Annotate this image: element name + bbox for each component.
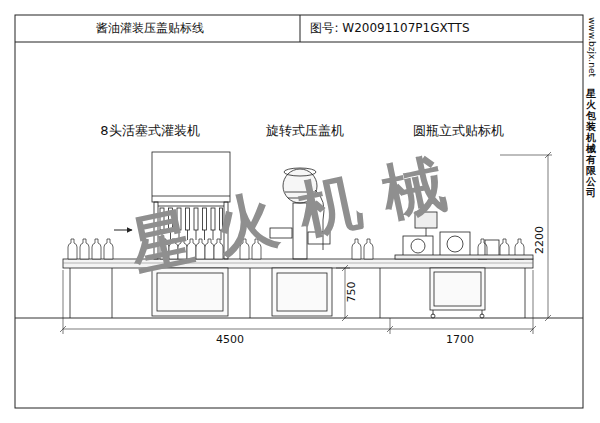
labeling-machine-part xyxy=(485,240,499,256)
machine-name: 圆瓶立式贴标机 xyxy=(413,124,504,138)
dimension: 750 xyxy=(346,280,358,305)
bottles-part xyxy=(68,239,77,259)
conveyor-part xyxy=(525,268,526,318)
labeling-machine-part xyxy=(440,232,470,256)
capping-machine-part xyxy=(277,273,327,311)
dimension: 4500 xyxy=(214,334,246,346)
bottles-part xyxy=(92,239,101,259)
dimension-lines-part xyxy=(548,155,549,318)
conveyor-part xyxy=(250,268,251,318)
labeling-machine-part xyxy=(480,314,484,318)
conveyor-part xyxy=(63,263,533,264)
labeling-machine-part xyxy=(403,236,433,256)
labeling-machine-part xyxy=(447,236,463,252)
dimension-lines-part xyxy=(60,326,536,332)
conveyor-part xyxy=(380,268,381,318)
dimension-lines-part xyxy=(63,270,64,334)
labeling-machine xyxy=(395,212,533,318)
drawing-frame-part xyxy=(300,15,301,42)
dimension-lines-part xyxy=(390,318,391,334)
bottles-part xyxy=(80,239,89,259)
drawing-number: 图号: W20091107P1GXTTS xyxy=(310,22,469,35)
dimension-lines-part xyxy=(533,270,534,334)
dimension: 1700 xyxy=(444,334,476,346)
capping-machine-part xyxy=(272,268,332,316)
machine-name: 旋转式压盖机 xyxy=(266,124,344,138)
drawing-frame xyxy=(15,15,583,408)
dimension-lines-part xyxy=(336,268,350,269)
watermark: 星火机械 xyxy=(125,144,476,282)
drawing-frame-part xyxy=(15,15,583,408)
labeling-machine-part xyxy=(430,268,485,310)
bottles-part xyxy=(104,239,113,259)
bottles-part xyxy=(352,239,361,259)
drawing-frame-part xyxy=(15,42,583,43)
dimension-lines-part xyxy=(500,155,552,156)
dimension-lines-part xyxy=(63,329,533,330)
dimension: 2200 xyxy=(534,224,546,256)
labeling-machine-part xyxy=(426,228,427,236)
floor-line xyxy=(15,318,583,319)
filling-machine-part xyxy=(157,273,223,311)
company-name: 星火包装机械有限公司 xyxy=(586,88,596,198)
drawing-title: 酱油灌装压盖贴标线 xyxy=(96,22,204,35)
labeling-machine-part xyxy=(431,314,435,318)
machine-name: 8头活塞式灌装机 xyxy=(100,124,199,138)
conveyor-part xyxy=(70,268,71,318)
conveyor-part xyxy=(112,268,113,318)
labeling-machine-part xyxy=(434,272,481,306)
website: www.bzjx.net xyxy=(586,17,596,77)
floor-line-part xyxy=(15,318,583,319)
labeling-machine-part xyxy=(395,255,533,259)
conveyor xyxy=(63,259,533,318)
labeling-machine-part xyxy=(433,310,482,315)
bottles-part xyxy=(364,239,373,259)
labeling-machine-part xyxy=(411,239,425,253)
